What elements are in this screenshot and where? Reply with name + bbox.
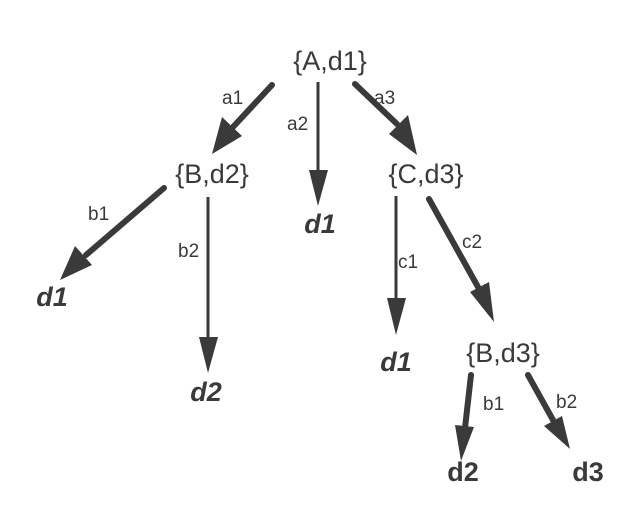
edge-label-a1: a1: [222, 88, 243, 109]
edge-label-b-d2-b1: b1: [88, 204, 109, 225]
edge-label-c2: c2: [462, 232, 482, 253]
edge-b-d2-b2-arrow: [199, 197, 218, 373]
edge-label-b-d3-b1: b1: [483, 394, 504, 415]
edge-b-d2-b1-arrow: [60, 185, 167, 280]
leaf-b-d3-b1-d2: d2: [447, 457, 479, 487]
node-b-d2: {B,d2}: [175, 159, 249, 189]
leaf-a2-d1: d1: [304, 209, 336, 239]
node-c-d3: {C,d3}: [388, 159, 463, 189]
edge-label-a3: a3: [374, 88, 395, 109]
edge-label-a2: a2: [287, 114, 308, 135]
leaf-b-d2-b1-d1: d1: [36, 282, 68, 312]
edge-label-c1: c1: [398, 252, 418, 273]
edge-b-d3-b1-arrow: [455, 372, 474, 461]
node-root: {A,d1}: [293, 46, 367, 76]
leaf-c1-d1: d1: [380, 347, 412, 377]
node-b-d3: {B,d3}: [466, 338, 540, 368]
edge-c2-arrow: [426, 196, 494, 322]
edge-b-d3-b2-arrow: [525, 372, 570, 449]
edge-label-b-d2-b2: b2: [178, 241, 199, 262]
edge-a2-arrow: [309, 82, 328, 206]
edge-label-b-d3-b2: b2: [556, 392, 577, 413]
edge-a1-arrow: [212, 82, 275, 154]
edge-a3-arrow: [352, 81, 417, 155]
leaf-b-d3-b2-d3: d3: [572, 457, 604, 487]
edge-c1-arrow: [387, 196, 406, 335]
leaf-b-d2-b2-d2: d2: [190, 377, 222, 407]
